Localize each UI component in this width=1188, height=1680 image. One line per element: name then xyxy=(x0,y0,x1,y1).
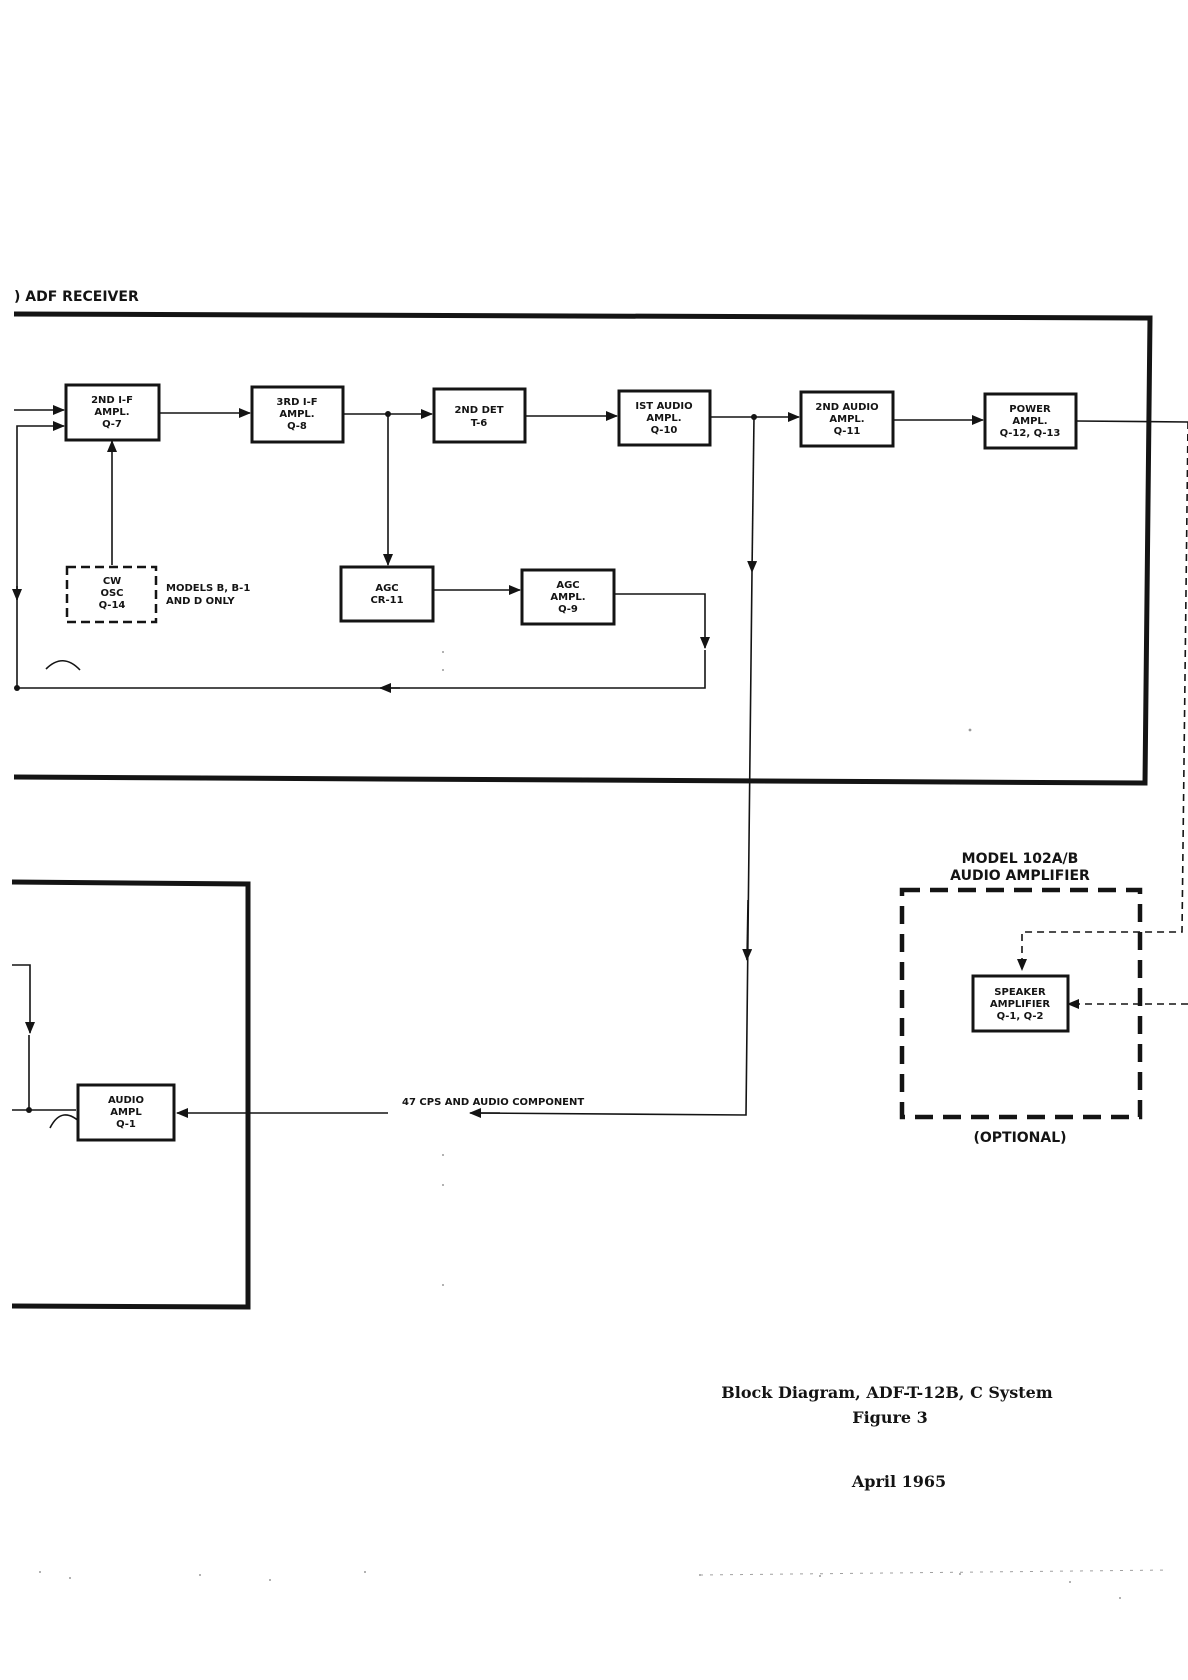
svg-text:AGC: AGC xyxy=(375,583,398,594)
svg-text:Q-10: Q-10 xyxy=(651,425,678,436)
block-agc-ampl: AGC AMPL. Q-9 xyxy=(520,568,616,626)
block-speaker-amplifier: SPEAKER AMPLIFIER Q-1, Q-2 xyxy=(971,974,1070,1033)
amplifier-title-line-1: MODEL 102A/B xyxy=(962,851,1079,867)
svg-text:2ND DET: 2ND DET xyxy=(454,405,503,416)
block-2nd-det: 2ND DET T-6 xyxy=(432,387,527,444)
receiver-frame xyxy=(13,311,1153,786)
svg-text:Q-1: Q-1 xyxy=(116,1119,136,1130)
svg-text:CW: CW xyxy=(103,576,121,587)
optional-label: (OPTIONAL) xyxy=(973,1130,1066,1146)
svg-text:AMPL.: AMPL. xyxy=(829,414,864,425)
svg-text:2ND AUDIO: 2ND AUDIO xyxy=(815,402,878,413)
svg-text:Q-7: Q-7 xyxy=(102,419,122,430)
block-power-ampl: POWER AMPL. Q-12, Q-13 xyxy=(983,392,1078,450)
svg-text:2ND I-F: 2ND I-F xyxy=(91,395,133,406)
svg-text:AMPLIFIER: AMPLIFIER xyxy=(990,999,1050,1010)
receiver-wiring xyxy=(12,405,1188,1118)
lower-unit-wiring xyxy=(12,964,83,1129)
amplifier-title-line-2: AUDIO AMPLIFIER xyxy=(950,868,1090,884)
svg-text:CR-11: CR-11 xyxy=(370,595,403,606)
cw-note-line-2: AND D ONLY xyxy=(166,596,235,607)
caption-title: Block Diagram, ADF-T-12B, C System xyxy=(721,1383,1053,1402)
svg-text:AMPL.: AMPL. xyxy=(646,413,681,424)
svg-text:AUDIO: AUDIO xyxy=(108,1095,144,1106)
svg-text:Q-12, Q-13: Q-12, Q-13 xyxy=(1000,428,1061,439)
svg-text:AMPL.: AMPL. xyxy=(279,409,314,420)
svg-text:OSC: OSC xyxy=(100,588,123,599)
block-agc: AGC CR-11 xyxy=(339,565,435,623)
caption-date: April 1965 xyxy=(851,1472,946,1491)
svg-text:SPEAKER: SPEAKER xyxy=(994,987,1046,998)
cw-note-line-1: MODELS B, B-1 xyxy=(166,583,250,594)
signal-label: 47 CPS AND AUDIO COMPONENT xyxy=(402,1097,584,1108)
svg-text:T-6: T-6 xyxy=(471,418,488,429)
block-audio-ampl: AUDIO AMPL Q-1 xyxy=(76,1083,176,1142)
svg-text:POWER: POWER xyxy=(1009,404,1051,415)
svg-text:Q-9: Q-9 xyxy=(558,604,578,615)
amplifier-wiring xyxy=(1017,421,1188,1009)
lower-unit-frame xyxy=(11,879,251,1310)
scan-noise xyxy=(39,651,1171,1599)
svg-text:Q-8: Q-8 xyxy=(287,421,307,432)
block-2nd-if-ampl: 2ND I-F AMPL. Q-7 xyxy=(64,383,161,442)
svg-text:Q-14: Q-14 xyxy=(99,600,126,611)
svg-text:AMPL: AMPL xyxy=(110,1107,142,1118)
block-cw-osc: CW OSC Q-14 xyxy=(65,565,158,624)
svg-text:Q-11: Q-11 xyxy=(834,426,861,437)
caption-figure: Figure 3 xyxy=(852,1408,928,1427)
svg-text:IST AUDIO: IST AUDIO xyxy=(635,401,692,412)
block-1st-audio-ampl: IST AUDIO AMPL. Q-10 xyxy=(617,389,712,447)
svg-text:AMPL.: AMPL. xyxy=(94,407,129,418)
svg-text:AGC: AGC xyxy=(556,580,579,591)
svg-text:AMPL.: AMPL. xyxy=(550,592,585,603)
receiver-title: ) ADF RECEIVER xyxy=(14,289,139,305)
svg-text:Q-1, Q-2: Q-1, Q-2 xyxy=(997,1011,1044,1022)
svg-text:AMPL.: AMPL. xyxy=(1012,416,1047,427)
svg-text:3RD I-F: 3RD I-F xyxy=(276,397,317,408)
block-3rd-if-ampl: 3RD I-F AMPL. Q-8 xyxy=(250,385,345,444)
block-2nd-audio-ampl: 2ND AUDIO AMPL. Q-11 xyxy=(799,390,895,448)
